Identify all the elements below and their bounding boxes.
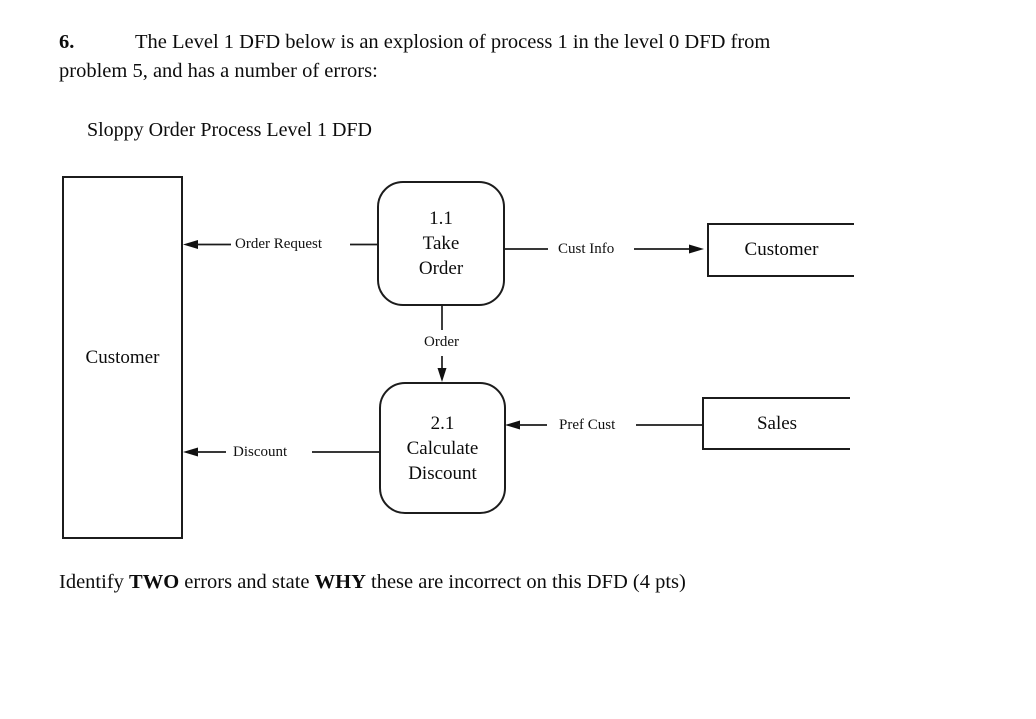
instruction-part3: these are incorrect on this DFD (4 pts) [365, 571, 686, 593]
question-text: 6. The Level 1 DFD below is an explosion … [59, 28, 919, 86]
process-take-order-name-line2: Order [418, 258, 464, 279]
question-line1: The Level 1 DFD below is an explosion of… [135, 31, 771, 53]
question-number: 6. [59, 31, 75, 53]
process-calculate-discount-number: 2.1 [430, 412, 455, 434]
flow-label-pref-cust: Pref Cust [559, 417, 616, 433]
flow-label-cust-info: Cust Info [558, 241, 615, 257]
flow-label-order: Order [424, 334, 459, 350]
entity-customer-left-label: Customer [85, 346, 160, 368]
process-take-order-number: 1.1 [429, 208, 453, 229]
entity-sales-label: Sales [756, 412, 798, 434]
question-line2: problem 5, and has a number of errors: [59, 60, 378, 82]
instruction-part2: errors and state [179, 571, 315, 593]
entity-customer-right-label: Customer [744, 239, 819, 260]
instruction-emph-why: WHY [314, 571, 366, 593]
flow-label-order-request: Order Request [235, 236, 323, 252]
process-calculate-discount-name-line2: Discount [408, 462, 477, 484]
entity-customer-right: Customer [707, 223, 854, 277]
instruction-text: Identify TWO errors and state WHY these … [59, 571, 686, 594]
flow-label-discount: Discount [233, 444, 288, 460]
process-take-order-name-line1: Take [422, 233, 460, 254]
instruction-emph-two: TWO [129, 571, 180, 593]
process-calculate-discount-name-line1: Calculate [406, 437, 479, 459]
diagram-title: Sloppy Order Process Level 1 DFD [87, 119, 372, 141]
entity-customer-left: Customer [62, 176, 183, 539]
process-take-order: 1.1 Take Order [377, 181, 505, 306]
instruction-part1: Identify [59, 571, 130, 593]
entity-sales: Sales [702, 397, 850, 450]
process-calculate-discount: 2.1 Calculate Discount [379, 382, 506, 514]
